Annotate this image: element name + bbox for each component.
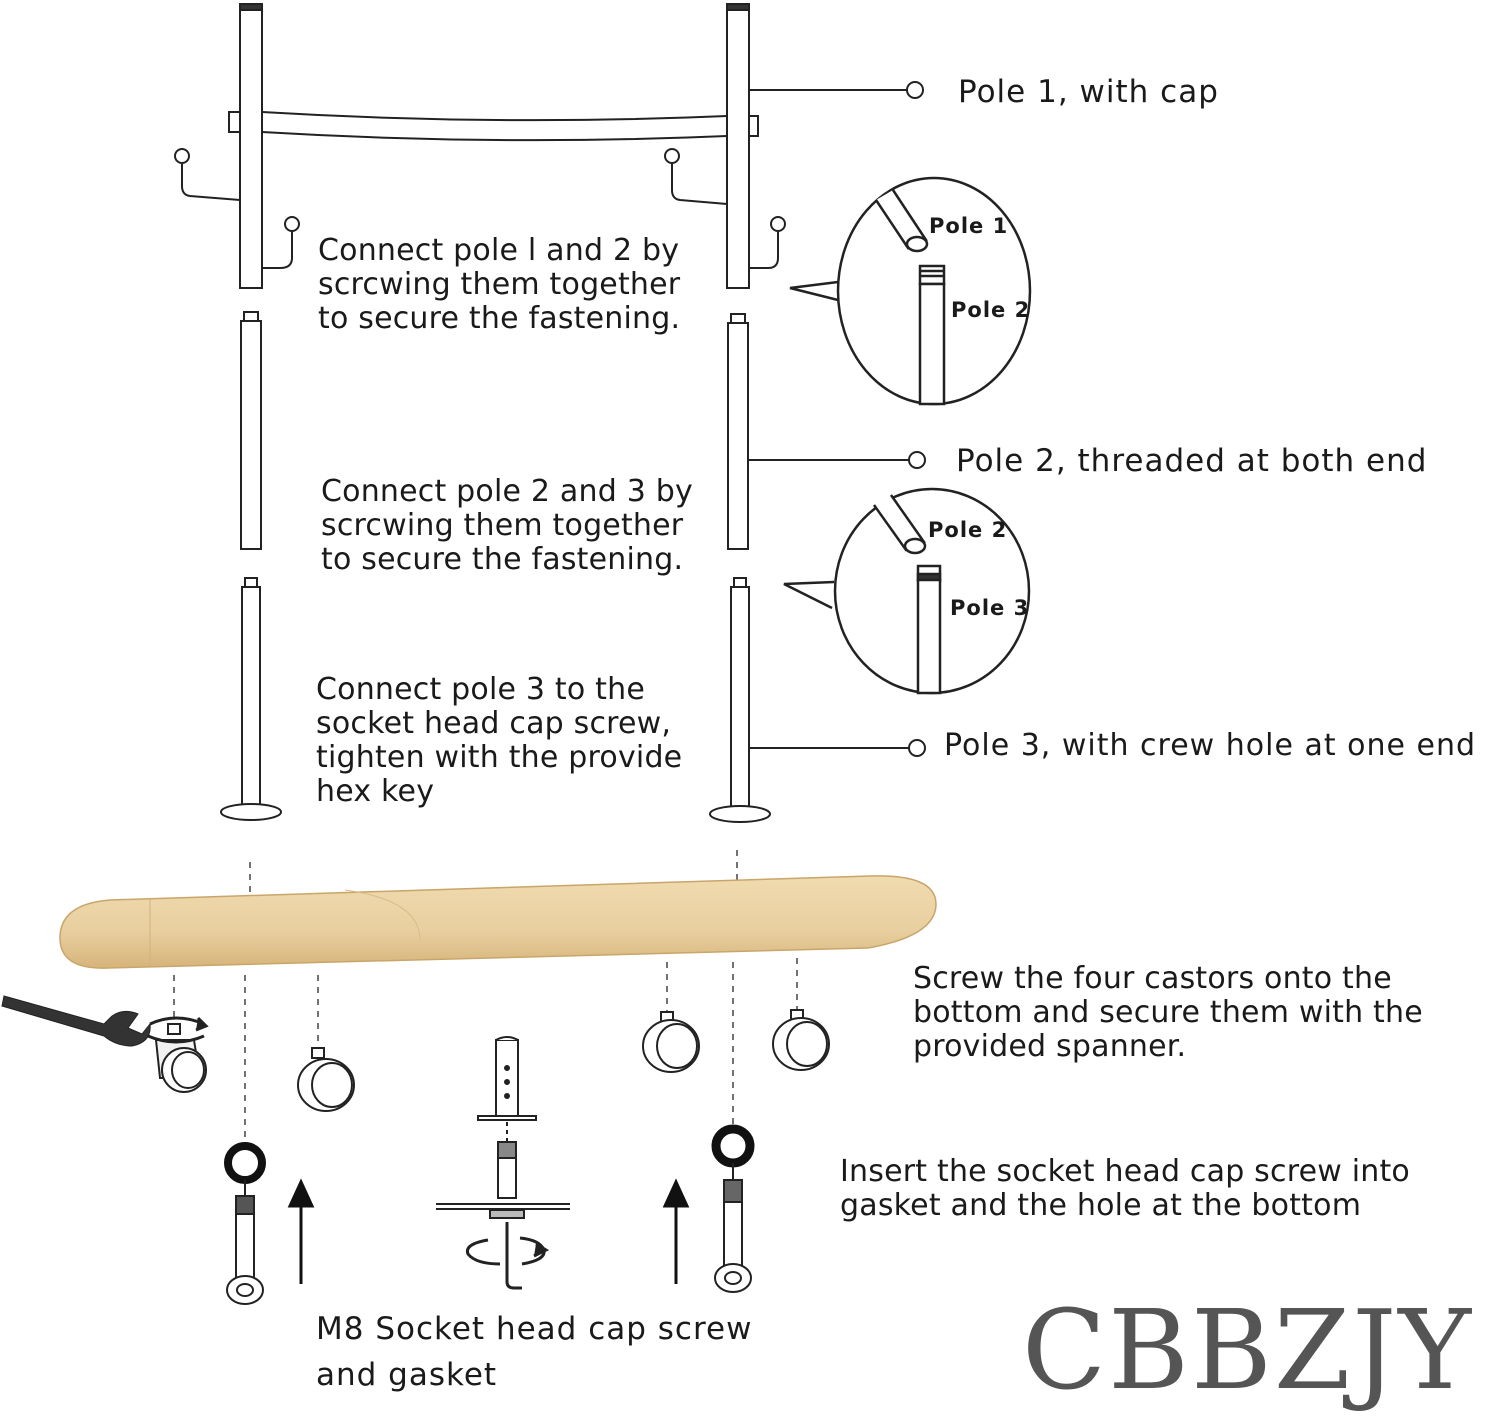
instruction-step-5: Insert the socket head cap screw into ga… xyxy=(840,1155,1410,1223)
pole-1-label: Pole 1, with cap xyxy=(958,74,1219,110)
cross-section-detail xyxy=(436,1037,570,1288)
up-arrow-left-icon xyxy=(290,1182,312,1284)
cap-screw-left xyxy=(227,1180,263,1304)
instruction-step-4: Screw the four castors onto the bottom a… xyxy=(913,962,1423,1064)
magnifier-2-upper-label: Pole 2 xyxy=(928,518,1007,542)
brand-logo: CBBZJY xyxy=(1022,1290,1473,1410)
pole-3-label: Pole 3, with crew hole at one end xyxy=(944,728,1476,764)
cap-screw-right xyxy=(715,1163,751,1292)
pole-3-left xyxy=(221,578,281,820)
instruction-step-3: Connect pole 3 to the socket head cap sc… xyxy=(316,673,682,809)
magnifier-1-upper-label: Pole 1 xyxy=(929,214,1008,238)
castor-2 xyxy=(298,1048,354,1111)
castor-1 xyxy=(156,1024,206,1092)
screw-gasket-label: M8 Socket head cap screw and gasket xyxy=(316,1306,752,1398)
magnifier-2-lower-label: Pole 3 xyxy=(950,596,1029,620)
instruction-step-2: Connect pole 2 and 3 by scrcwing them to… xyxy=(321,475,693,577)
gasket-right xyxy=(716,1129,750,1163)
pole-1-left xyxy=(240,4,262,288)
castor-3 xyxy=(643,1012,699,1072)
pole-2-left xyxy=(241,312,261,549)
crossbar xyxy=(229,112,758,140)
pole-3-right xyxy=(710,578,770,822)
wooden-base-board xyxy=(60,876,936,968)
pole-2-label: Pole 2, threaded at both end xyxy=(956,443,1427,479)
instruction-step-1: Connect pole l and 2 by scrcwing them to… xyxy=(318,234,680,336)
pole-1-right xyxy=(727,4,749,288)
gasket-left xyxy=(228,1146,262,1180)
magnifier-pole1-pole2 xyxy=(790,178,1030,404)
up-arrow-right-icon xyxy=(665,1182,687,1284)
pole-2-right xyxy=(728,314,748,549)
spanner-icon xyxy=(2,996,150,1046)
castor-4 xyxy=(773,1010,829,1070)
magnifier-1-lower-label: Pole 2 xyxy=(951,298,1030,322)
